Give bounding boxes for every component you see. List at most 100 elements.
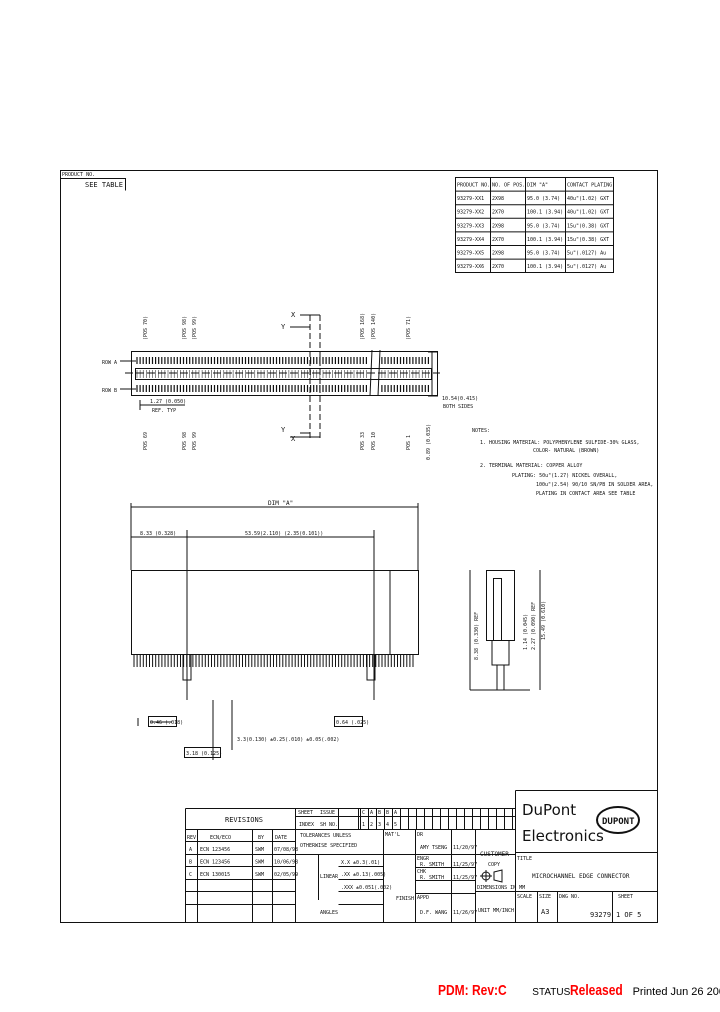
table-cell: 100.1 (3.94)	[527, 237, 563, 243]
appd-date: 11/26/97	[453, 910, 477, 916]
row-a-label: ROW A	[102, 360, 117, 366]
tol-value: X.X ±0.3(.01)	[341, 860, 380, 866]
chk-label: CHK	[417, 869, 426, 875]
pos-label: (POS 71)	[406, 316, 412, 340]
revision-cell: C	[189, 872, 192, 878]
sheet-label: SHEET	[298, 810, 313, 816]
pos-label: (POS 140)	[371, 313, 377, 340]
row-b-label: ROW B	[102, 388, 117, 394]
title-label: TITLE	[517, 856, 532, 862]
sheet-no-cell: 3	[378, 822, 381, 828]
table-cell: 95.0 (3.74)	[527, 223, 560, 229]
tolerances: OTHERWISE SPECIFIED	[300, 843, 357, 849]
lead-dim: 3.3(0.130) ±0.25(.010) ±0.05(.002)	[237, 737, 339, 743]
tol-label: LINEAR	[320, 874, 339, 880]
note-line: PLATING IN CONTACT AREA SEE TABLE	[536, 491, 635, 497]
issue-cell: A	[370, 810, 373, 816]
table-cell: 5u"(.0127) Au	[567, 251, 606, 257]
note-line: PLATING: 50u"(1.27) NICKEL OVERALL,	[512, 473, 617, 479]
engr-date: 11/25/97	[453, 862, 477, 868]
section-y-top: Y	[281, 323, 286, 331]
issue-cell: A	[394, 810, 397, 816]
dr-name: AMY TSENG	[420, 845, 447, 851]
product-value: SEE TABLE	[85, 181, 123, 189]
drawing-title: MICROCHANNEL EDGE CONNECTOR	[532, 873, 630, 880]
printed-date: Printed Jun 26 2009	[632, 986, 720, 998]
dwg-label: DWG NO.	[559, 894, 580, 900]
pitch-dim: 1.27 (0.050)	[150, 399, 186, 405]
edge-dim: 0.89 (0.035)	[426, 424, 432, 460]
revision-cell: ECN 130015	[200, 872, 230, 878]
sheet-no-cell: 5	[394, 822, 397, 828]
pdm-revision: PDM: Rev:C	[438, 982, 507, 999]
table-cell: 93279-XX3	[457, 223, 484, 229]
rev-header: REV	[187, 835, 196, 841]
section-y-bottom: Y	[281, 426, 286, 434]
revision-cell: A	[189, 847, 192, 853]
dim1: 0.46 (.018)	[150, 720, 183, 726]
sheet-no-cell: 2	[370, 822, 373, 828]
pos-label: (POS 70)	[143, 316, 149, 340]
size-value: A3	[541, 908, 549, 916]
table-header: DIM "A"	[527, 183, 548, 189]
revision-cell: 02/05/99	[274, 872, 298, 878]
appd-name: D.F. WANG	[420, 910, 447, 916]
section-x-top: X	[291, 311, 296, 319]
revision-cell: 07/08/98	[274, 847, 298, 853]
pos-label: POS 69	[143, 432, 149, 450]
dim2: 3.18 (0.125)	[186, 751, 222, 757]
table-header: CONTACT PLATING	[567, 183, 612, 189]
product-no-box: PRODUCT NO. SEE TABLE	[60, 172, 126, 191]
pos-label: POS 99	[192, 432, 198, 450]
note-line: 100u"(2.54) 90/10 SN/PB IN SOLDER AREA,	[536, 482, 653, 488]
mat-label: MAT'L	[385, 832, 400, 838]
appd-label: APPD	[417, 895, 429, 901]
note-line: 1. HOUSING MATERIAL: POLYPHENYLENE SULFI…	[480, 440, 640, 446]
end-dim: 8.38 (0.330) REF	[474, 612, 480, 660]
engr-name: R. SMITH	[420, 862, 444, 868]
rev-header: DATE	[275, 835, 287, 841]
sheet-no-cell: 4	[386, 822, 389, 828]
note-line: COLOR- NATURAL (BROWN)	[533, 448, 599, 454]
revision-cell: SWM	[255, 847, 264, 853]
status-value: Released	[570, 982, 623, 999]
tolerances: TOLERANCES UNLESS	[300, 833, 351, 839]
dwg-number: 93279	[590, 911, 611, 919]
pos-label: (POS 98)	[182, 316, 188, 340]
tol-value: .XX ±0.13(.005)	[341, 872, 386, 878]
table-cell: 95.0 (3.74)	[527, 251, 560, 257]
chk-name: R. SMITH	[420, 875, 444, 881]
pos-label: (POS 99)	[192, 316, 198, 340]
status-label: STATUS	[532, 987, 571, 998]
company-division: Electronics	[522, 827, 604, 845]
product-label: PRODUCT NO.	[62, 172, 95, 178]
engr-label: ENGR	[417, 856, 430, 862]
revision-cell: 10/06/98	[274, 860, 298, 866]
span-dim: 53.59(2.110) (2.35(0.101))	[245, 531, 323, 537]
note-line: 2. TERMINAL MATERIAL: COPPER ALLOY	[480, 463, 582, 469]
notes: NOTES: 1. HOUSING MATERIAL: POLYPHENYLEN…	[472, 428, 653, 497]
status-bar: PDM: Rev:C STATUSReleased Printed Jun 26…	[438, 982, 720, 1000]
table-cell: 2X98	[492, 223, 504, 229]
table-cell: 15u"(0.38) GXT	[567, 223, 609, 229]
pos-label: POS 98	[182, 432, 188, 450]
scale-label: SCALE	[517, 894, 532, 900]
pos-label: (POS 168)	[360, 313, 366, 340]
sheet-no-cell: 1	[362, 822, 365, 828]
pos-label: POS 33	[360, 432, 366, 450]
table-cell: 93279-XX4	[457, 237, 484, 243]
end-dim: 2.27 (0.090) REF	[531, 602, 537, 650]
table-cell: 100.1 (3.94)	[527, 210, 563, 216]
table-cell: 93279-XX1	[457, 196, 484, 202]
revision-cell: ECN 123456	[200, 860, 230, 866]
revision-cell: ECN 123456	[200, 847, 230, 853]
table-cell: 2X98	[492, 196, 504, 202]
revision-cell: SWM	[255, 872, 264, 878]
revision-cell: SWM	[255, 860, 264, 866]
dupont-logo: DUPONT	[596, 806, 640, 834]
dr-label: DR	[417, 832, 424, 838]
table-cell: 100.1 (3.94)	[527, 264, 563, 270]
side-dim: 10.54(0.415)	[442, 396, 478, 402]
